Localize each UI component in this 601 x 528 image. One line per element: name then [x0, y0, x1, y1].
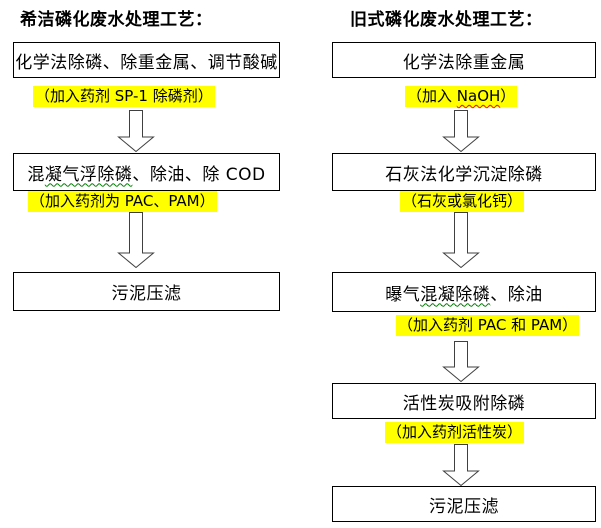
reagent-note-label: （加入药剂活性炭）: [387, 423, 523, 441]
left-flow-title: 希洁磷化废水处理工艺：: [20, 10, 213, 30]
process-box: 化学法除磷、除重金属、调节酸碱: [13, 42, 280, 78]
process-box-label: 污泥压滤: [429, 496, 499, 517]
process-box-label: 化学法除磷、除重金属、调节酸碱: [15, 52, 278, 73]
process-box: 曝气混凝除磷、除油: [332, 272, 596, 312]
reagent-note-label: （加入 NaOH）: [407, 87, 516, 105]
process-box-label: 混凝气浮除磷、除油、除 COD: [27, 164, 266, 185]
down-arrow-icon: [117, 110, 155, 153]
process-box-label: 化学法除重金属: [402, 52, 526, 73]
down-arrow-icon: [442, 341, 480, 383]
process-box-label: 污泥压滤: [111, 284, 182, 304]
process-box: 混凝气浮除磷、除油、除 COD: [13, 153, 280, 191]
process-box: 活性炭吸附除磷: [332, 383, 596, 419]
reagent-note-label: （加入药剂 SP-1 除磷剂）: [35, 87, 213, 105]
reagent-note-label: （石灰或氯化钙）: [402, 192, 523, 210]
down-arrow-icon: [442, 444, 480, 487]
reagent-note: （加入药剂 SP-1 除磷剂）: [33, 86, 215, 107]
down-arrow-icon: [117, 212, 155, 269]
reagent-note: （加入 NaOH）: [405, 86, 518, 107]
process-box-label: 活性炭吸附除磷: [402, 393, 526, 414]
reagent-note: （加入药剂 PAC 和 PAM）: [396, 315, 580, 336]
process-box-label: 曝气混凝除磷、除油: [385, 284, 543, 305]
spellcheck-underline: NaOH: [456, 87, 501, 105]
reagent-note: （石灰或氯化钙）: [400, 191, 525, 212]
process-box: 污泥压滤: [332, 486, 596, 522]
process-box: 污泥压滤: [13, 272, 280, 311]
process-box: 化学法除重金属: [332, 42, 596, 78]
down-arrow-icon: [442, 212, 480, 269]
reagent-note: （加入药剂活性炭）: [385, 422, 525, 443]
down-arrow-icon: [442, 110, 480, 153]
reagent-note-label: （加入药剂为 PAC、PAM）: [30, 192, 215, 210]
reagent-note-label: （加入药剂 PAC 和 PAM）: [398, 316, 578, 334]
process-box-label: 石灰法化学沉淀除磷: [385, 164, 543, 185]
process-box: 石灰法化学沉淀除磷: [332, 153, 596, 191]
spellcheck-underline: 混凝除磷: [420, 284, 491, 305]
spellcheck-underline: 凝气浮除磷: [44, 164, 133, 185]
reagent-note: （加入药剂为 PAC、PAM）: [28, 191, 217, 212]
right-flow-title: 旧式磷化废水处理工艺：: [350, 10, 543, 30]
